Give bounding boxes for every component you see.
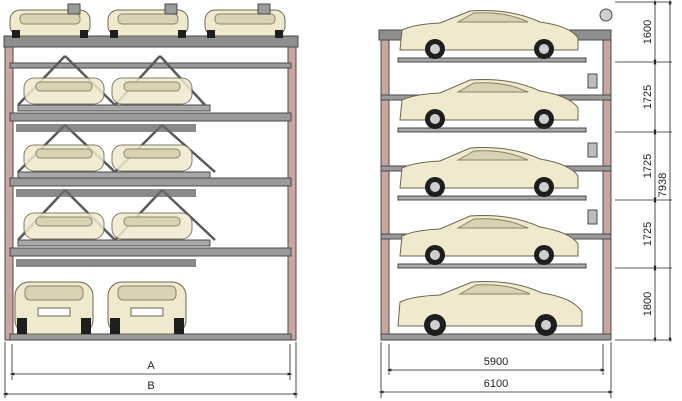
side-motor-l3 bbox=[587, 209, 598, 225]
front-car-l2-b bbox=[111, 144, 193, 172]
side-height-1725-a-label: 1725 bbox=[642, 85, 654, 109]
front-view: A B bbox=[2, 3, 299, 398]
side-height-1600-label: 1600 bbox=[642, 20, 654, 44]
side-length-5900-label: 5900 bbox=[484, 356, 508, 368]
side-car-top bbox=[399, 10, 579, 59]
front-ground-beam bbox=[9, 333, 292, 341]
side-height-1725-c-label: 1725 bbox=[642, 222, 654, 246]
side-pallet-top bbox=[397, 57, 587, 63]
front-car-top-3 bbox=[204, 9, 286, 38]
side-car-level1 bbox=[399, 79, 579, 129]
front-pallet-level2 bbox=[17, 171, 211, 179]
front-car-l1-a bbox=[23, 77, 105, 105]
front-car-l1-b bbox=[111, 77, 193, 105]
side-top-motor bbox=[599, 8, 613, 22]
front-car-l3-b bbox=[111, 212, 193, 240]
front-car-l2-a bbox=[23, 144, 105, 172]
front-car-top-1 bbox=[9, 9, 91, 38]
front-post-right bbox=[287, 46, 297, 341]
side-vertical-dimensions bbox=[615, 0, 672, 343]
side-car-ground bbox=[397, 281, 583, 336]
front-level-beam-3 bbox=[9, 177, 292, 187]
side-post-right bbox=[602, 39, 612, 341]
front-wheel-row-1 bbox=[16, 124, 196, 132]
side-car-level3 bbox=[399, 215, 579, 265]
front-pallet-level1 bbox=[17, 104, 211, 112]
side-view: 1600 1725 1725 1725 1800 7938 5900 6100 bbox=[378, 0, 672, 398]
front-top-beam bbox=[3, 35, 299, 48]
side-height-total-label: 7938 bbox=[657, 173, 669, 197]
side-height-1800-label: 1800 bbox=[642, 292, 654, 316]
front-wheel-row-3 bbox=[16, 259, 196, 267]
front-car-ground-1 bbox=[14, 281, 94, 335]
side-post-left bbox=[380, 39, 390, 341]
front-width-a-label: A bbox=[147, 360, 155, 372]
front-pallet-level3 bbox=[17, 239, 211, 247]
front-dimensions bbox=[2, 342, 299, 398]
side-length-6100-label: 6100 bbox=[484, 378, 508, 390]
side-motor-l1 bbox=[587, 73, 598, 89]
front-car-l3-a bbox=[23, 212, 105, 240]
front-level-beam-4 bbox=[9, 247, 292, 257]
side-pallet-l3 bbox=[397, 263, 587, 269]
side-pallet-l2 bbox=[397, 195, 587, 201]
front-car-ground-2 bbox=[107, 281, 187, 335]
side-pallet-l1 bbox=[397, 127, 587, 133]
front-motor-1 bbox=[67, 3, 81, 15]
front-level-beam-2 bbox=[9, 112, 292, 122]
front-motor-2 bbox=[164, 3, 178, 15]
front-motor-3 bbox=[257, 3, 271, 15]
side-height-1725-b-label: 1725 bbox=[642, 154, 654, 178]
side-ground-beam bbox=[380, 333, 612, 341]
front-car-top-2 bbox=[107, 9, 189, 38]
front-wheel-row-2 bbox=[16, 189, 196, 197]
side-horizontal-dimensions bbox=[378, 342, 614, 398]
side-car-level2 bbox=[399, 147, 579, 197]
front-width-b-label: B bbox=[147, 380, 154, 392]
side-motor-l2 bbox=[587, 142, 598, 158]
front-post-left bbox=[4, 46, 14, 341]
